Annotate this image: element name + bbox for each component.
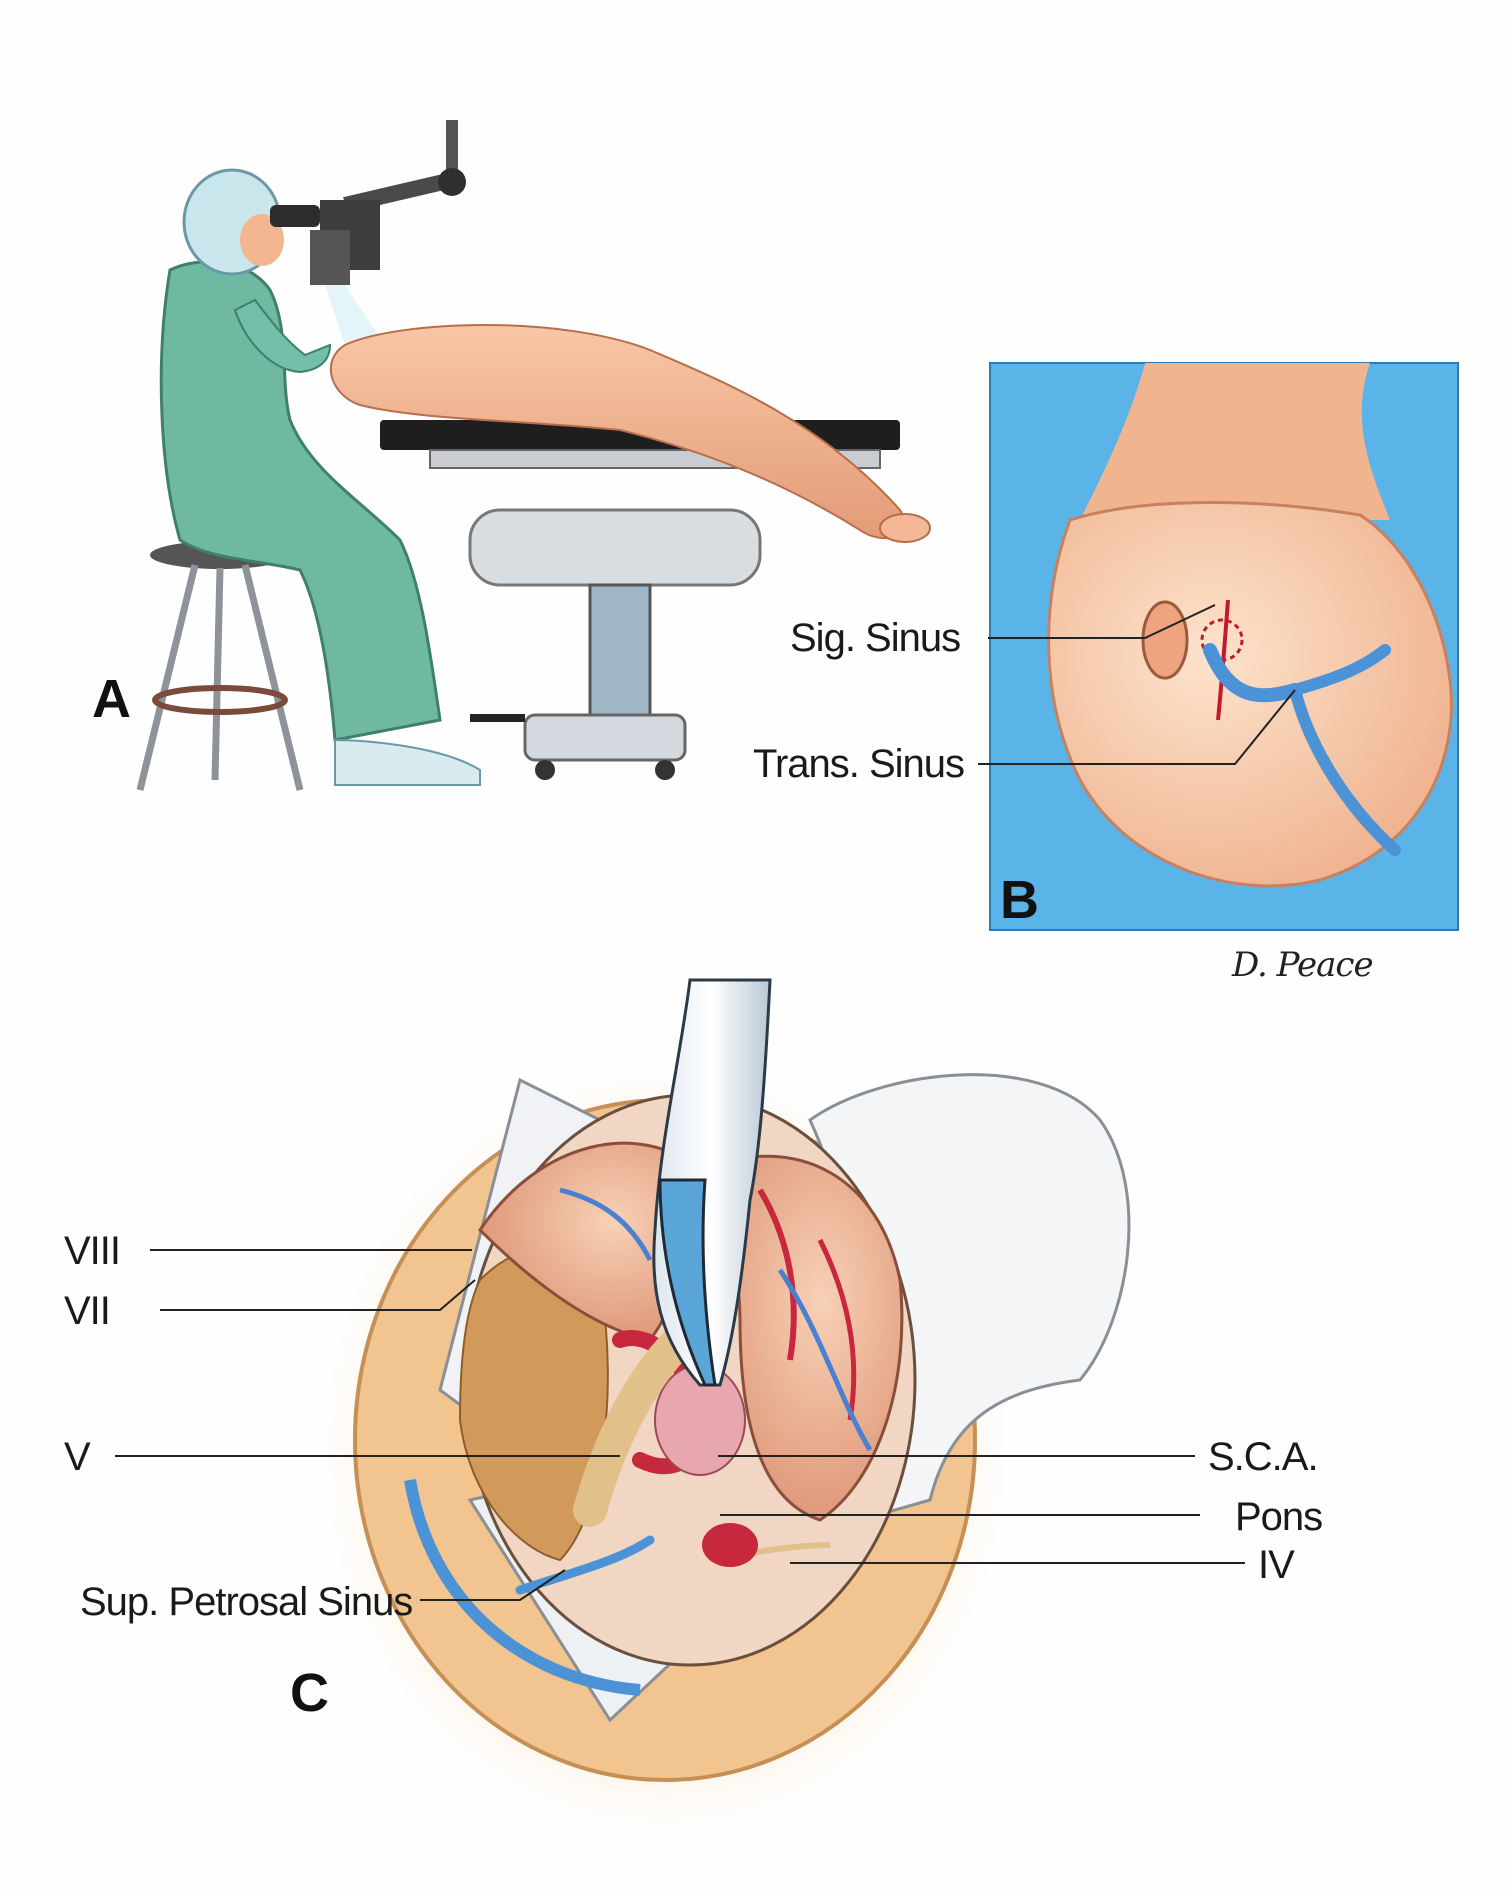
patient-ear [1141, 600, 1189, 680]
label-viii: VIII [64, 1229, 121, 1273]
label-sca: S.C.A. [1208, 1435, 1319, 1479]
leader-sup-petrosal [420, 1569, 566, 1601]
surgeon-shoe [334, 738, 481, 786]
stool-leg-mid [211, 567, 224, 781]
patient-neck [1080, 363, 1390, 520]
panel-label-b: B [1000, 870, 1039, 930]
transverse-sinus-arc [404, 1479, 641, 1696]
artery-1 [757, 1188, 797, 1361]
artist-signature: D. Peace [1232, 945, 1374, 985]
panel-c-scene [305, 978, 1131, 1850]
surgeon-arm [233, 298, 332, 374]
transverse-sinus [1289, 644, 1391, 696]
superior-petrosal-sinus [515, 1535, 655, 1595]
leader-vii [160, 1279, 476, 1311]
microscope-joint [438, 168, 466, 196]
panel-b-scene [989, 362, 1459, 931]
table-base [523, 713, 687, 762]
label-trans-sinus: Trans. Sinus [753, 742, 965, 786]
artery-loop-lower [702, 1523, 758, 1567]
stool-leg-right [241, 564, 304, 791]
retractor-blade [658, 1178, 717, 1387]
straight-sinus [1289, 684, 1401, 856]
table-wheel-left [535, 760, 555, 780]
vein-2 [559, 1187, 653, 1262]
microscope-lens [310, 230, 350, 285]
leader-sig-sinus [988, 604, 1216, 639]
label-v: V [64, 1435, 91, 1479]
label-pons: Pons [1235, 1495, 1323, 1539]
surgeon-eyepiece [270, 205, 320, 227]
sigmoid-sinus [1203, 643, 1302, 703]
label-sig-sinus: Sig. Sinus [790, 616, 961, 660]
patient-feet [879, 513, 931, 543]
vein-1 [777, 1268, 873, 1452]
artery-2 [817, 1238, 857, 1421]
label-vii: VII [64, 1289, 111, 1333]
panel-label-c: C [290, 1663, 329, 1723]
panel-a-scene [136, 120, 931, 791]
stool-leg-left [136, 564, 199, 791]
panel-label-a: A [92, 669, 131, 729]
table-undercarriage [468, 508, 762, 587]
microscope-light-beam [325, 285, 385, 345]
leader-trans-sinus [978, 689, 1296, 765]
surgeon-face [240, 214, 284, 266]
label-sup-petrosal-sinus: Sup. Petrosal Sinus [80, 1580, 413, 1624]
stool-ring [152, 685, 288, 715]
leader-lines [115, 604, 1296, 1601]
table-column [588, 583, 652, 717]
patient-body [329, 324, 907, 540]
label-iv: IV [1258, 1543, 1295, 1587]
table-wheel-right [655, 760, 675, 780]
trigeminal-nerve [573, 1323, 697, 1527]
